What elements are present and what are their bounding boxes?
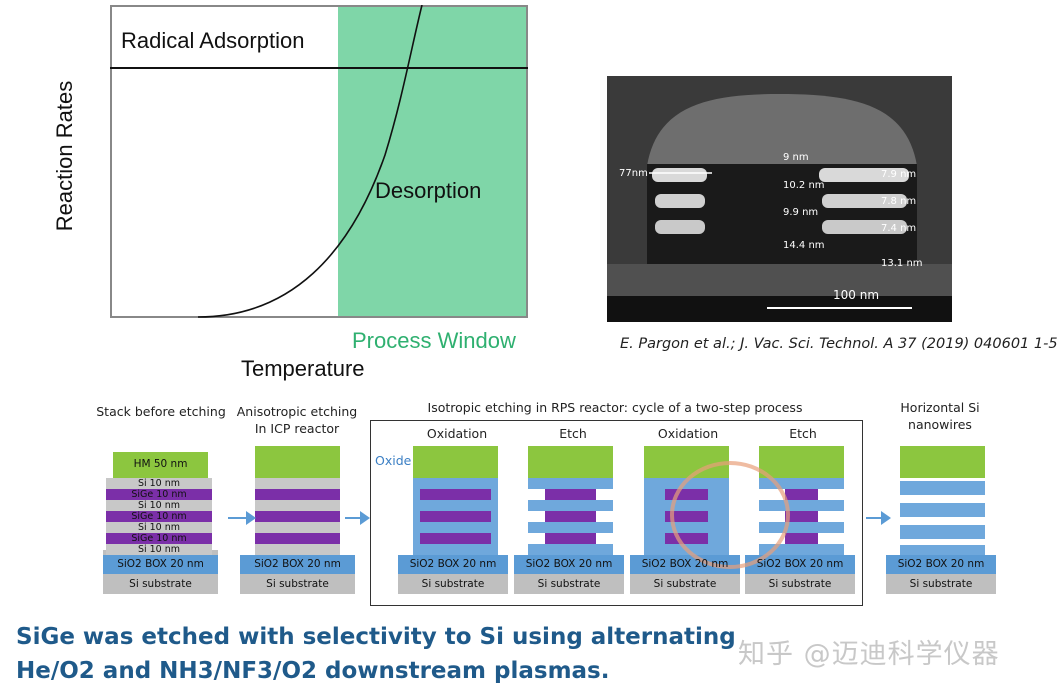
sem-image: 77nm 9 nm 10.2 nm 9.9 nm 14.4 nm 7.9 nm … bbox=[607, 76, 952, 322]
sem-dim-center-4: 14.4 nm bbox=[783, 240, 825, 251]
substrate-label-1: Si substrate bbox=[129, 578, 192, 590]
caption: SiGe was etched with selectivity to Si u… bbox=[16, 620, 736, 688]
step-oxidation-2: Oxidation bbox=[657, 426, 719, 441]
title-isotropic-cycle: Isotropic etching in RPS reactor: cycle … bbox=[427, 400, 803, 415]
stack-etch-1 bbox=[514, 446, 624, 594]
stack-anisotropic bbox=[240, 446, 355, 594]
stack-oxidation-2 bbox=[630, 446, 740, 594]
stack-before-etching bbox=[103, 452, 218, 594]
sem-dim-center-1: 9 nm bbox=[783, 152, 809, 163]
sem-dim-center-2: 10.2 nm bbox=[783, 180, 825, 191]
title-nanowires-1: Horizontal Si bbox=[900, 400, 980, 415]
layer-si-4: Si 10 nm bbox=[137, 544, 181, 555]
box-label-5: SiO2 BOX 20 nm bbox=[641, 558, 729, 570]
title-nanowires-2: nanowires bbox=[908, 417, 972, 432]
layer-sige-3: SiGe 10 nm bbox=[131, 533, 187, 544]
sem-dim-right-2: 7.8 nm bbox=[881, 196, 917, 207]
arrow-icon-2 bbox=[345, 511, 370, 525]
sem-dim-center-3: 9.9 nm bbox=[783, 207, 819, 218]
title-anisotropic-1: Anisotropic etching bbox=[236, 404, 358, 419]
cycle-arrow-icon bbox=[670, 461, 790, 569]
sem-dim-right-1: 7.9 nm bbox=[881, 169, 917, 180]
layer-si-3: Si 10 nm bbox=[137, 522, 181, 533]
box-label-2: SiO2 BOX 20 nm bbox=[254, 558, 341, 570]
box-label-4: SiO2 BOX 20 nm bbox=[525, 558, 613, 570]
title-anisotropic-2: In ICP reactor bbox=[254, 421, 340, 436]
substrate-label-6: Si substrate bbox=[768, 578, 832, 590]
isotropic-cycle-frame bbox=[370, 420, 863, 606]
sem-nanostructure bbox=[607, 76, 952, 322]
title-stack-before-etching: Stack before etching bbox=[96, 404, 226, 419]
arrow-icon-3 bbox=[866, 511, 891, 525]
sem-scale-bar-label: 100 nm bbox=[833, 288, 880, 302]
substrate-label-2: Si substrate bbox=[266, 578, 329, 590]
citation: E. Pargon et al.; J. Vac. Sci. Technol. … bbox=[620, 336, 1058, 352]
box-label-7: SiO2 BOX 20 nm bbox=[897, 558, 985, 570]
radical-adsorption-line bbox=[110, 67, 528, 69]
caption-line-2: He/O2 and NH3/NF3/O2 downstream plasmas. bbox=[16, 658, 610, 684]
substrate-label-7: Si substrate bbox=[909, 578, 973, 590]
stack-nanowires bbox=[886, 446, 996, 594]
step-oxidation-1: Oxidation bbox=[426, 426, 488, 441]
layer-si-1: Si 10 nm bbox=[137, 478, 181, 489]
watermark: 知乎 @迈迪科学仪器 bbox=[738, 639, 1000, 670]
layer-sige-2: SiGe 10 nm bbox=[131, 511, 187, 522]
box-label-1: SiO2 BOX 20 nm bbox=[117, 558, 204, 570]
x-axis-label: Temperature bbox=[241, 356, 365, 381]
substrate-label-5: Si substrate bbox=[653, 578, 717, 590]
box-label-6: SiO2 BOX 20 nm bbox=[756, 558, 844, 570]
box-label-3: SiO2 BOX 20 nm bbox=[409, 558, 497, 570]
desorption-label: Desorption bbox=[375, 178, 482, 203]
caption-line-1: SiGe was etched with selectivity to Si u… bbox=[16, 624, 736, 650]
process-window-label: Process Window bbox=[352, 328, 516, 353]
substrate-label-3: Si substrate bbox=[421, 578, 485, 590]
sem-dim-right-4: 13.1 nm bbox=[881, 258, 923, 269]
layer-sige-1: SiGe 10 nm bbox=[131, 489, 187, 500]
process-window-region bbox=[338, 7, 526, 316]
radical-adsorption-label: Radical Adsorption bbox=[121, 28, 305, 53]
process-stacks bbox=[103, 446, 996, 594]
sem-dim-left: 77nm bbox=[619, 168, 648, 179]
arrow-icon-1 bbox=[228, 511, 256, 525]
layer-si-2: Si 10 nm bbox=[137, 500, 181, 511]
step-etch-2: Etch bbox=[789, 426, 817, 441]
stack-etch-2 bbox=[745, 446, 855, 594]
substrate-label-4: Si substrate bbox=[537, 578, 601, 590]
layer-hm: HM 50 nm bbox=[133, 458, 188, 470]
step-etch-1: Etch bbox=[559, 426, 587, 441]
stack-oxidation-1 bbox=[398, 446, 508, 594]
reaction-rate-curve bbox=[197, 5, 423, 318]
sem-dim-right-3: 7.4 nm bbox=[881, 223, 917, 234]
oxide-label: Oxide bbox=[375, 453, 412, 468]
